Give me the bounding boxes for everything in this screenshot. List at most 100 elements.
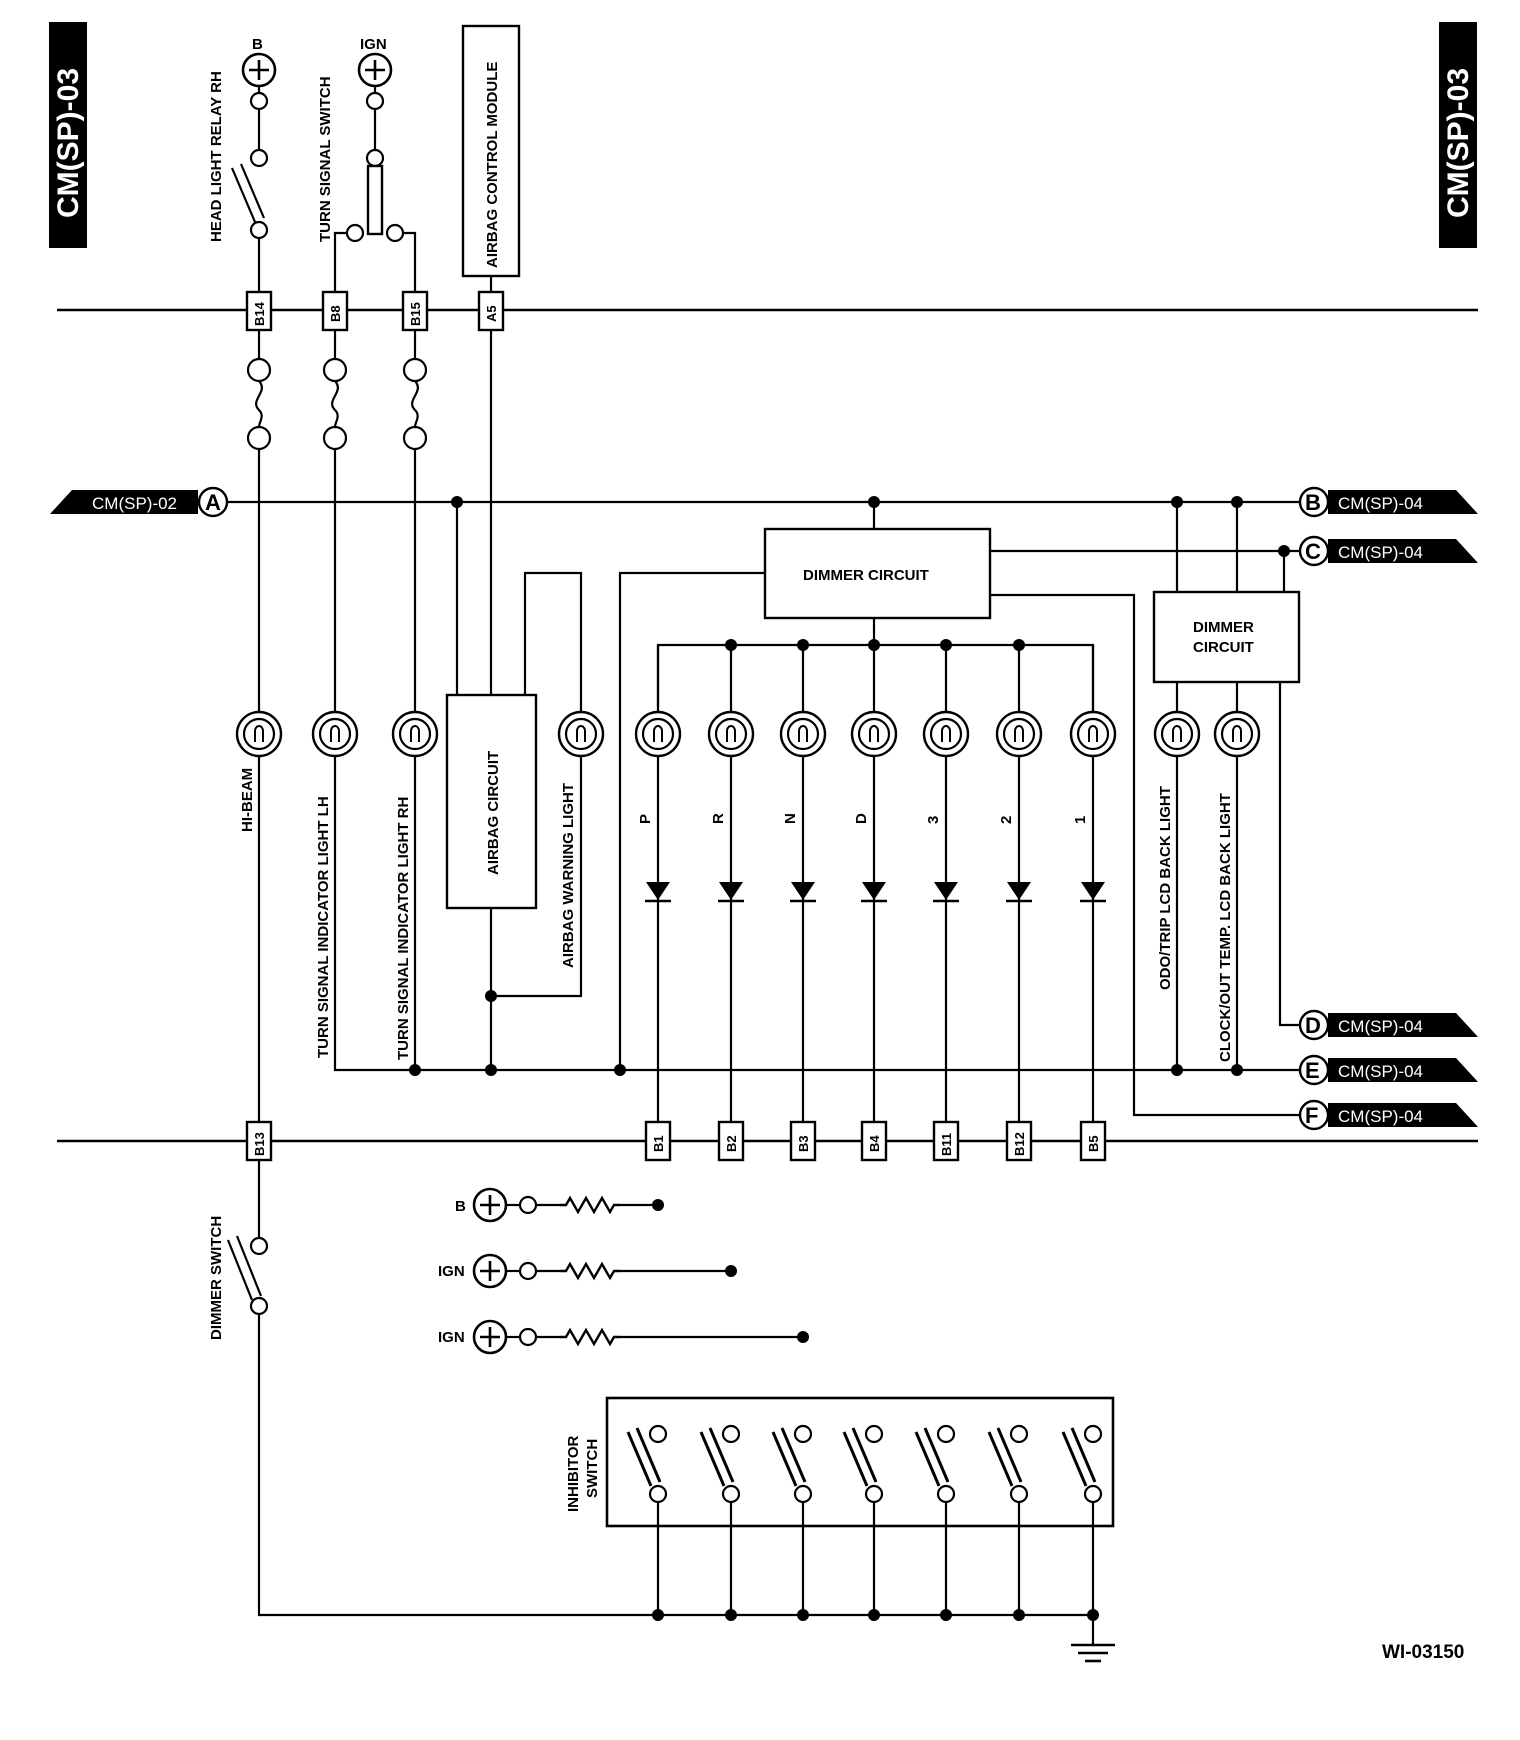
- gear-column-3: [922, 645, 970, 1122]
- fuse-b8: [322, 357, 348, 451]
- turn-signal-rh-bulb: [391, 710, 439, 758]
- svg-text:CM(SP)-04: CM(SP)-04: [1338, 494, 1423, 513]
- connector-b3: B3: [789, 1120, 817, 1162]
- gear-label-1: 1: [1072, 816, 1089, 824]
- connector-b11: B11: [932, 1120, 960, 1162]
- power-ign-label-top: IGN: [360, 36, 387, 53]
- inhibitor-switch: [605, 1396, 1115, 1528]
- airbag-circuit: AIRBAG CIRCUIT: [445, 693, 538, 910]
- svg-text:IGN: IGN: [438, 1263, 465, 1280]
- connector-b4: B4: [860, 1120, 888, 1162]
- inhibitor-switch-label-1: INHIBITOR: [565, 1435, 582, 1512]
- hi-beam-label: HI-BEAM: [239, 768, 256, 832]
- turn-signal-lh-bulb: [311, 710, 359, 758]
- gear-column-d: [850, 645, 898, 1122]
- svg-text:B3: B3: [796, 1135, 811, 1152]
- pullup-b: B: [455, 1187, 664, 1223]
- gear-column-r: [707, 645, 755, 1122]
- dimmer-switch-label: DIMMER SWITCH: [208, 1216, 225, 1340]
- ref-d-cm-sp-04: D CM(SP)-04: [1298, 1009, 1478, 1041]
- connector-b8: B8: [321, 290, 349, 332]
- ground-icon: [1071, 1615, 1115, 1663]
- svg-text:B11: B11: [939, 1133, 954, 1156]
- svg-text:B4: B4: [867, 1135, 882, 1152]
- svg-text:A: A: [205, 490, 221, 515]
- gear-label-p: P: [637, 814, 654, 824]
- ref-f-cm-sp-04: F CM(SP)-04: [1298, 1099, 1478, 1131]
- fuse-b14: [246, 357, 272, 451]
- gear-column-1: [1069, 645, 1117, 1122]
- turn-signal-switch-label: TURN SIGNAL SWITCH: [317, 76, 334, 242]
- gear-label-2: 2: [998, 816, 1015, 824]
- airbag-control-module: AIRBAG CONTROL MODULE: [461, 24, 521, 292]
- connector-a5: A5: [477, 290, 505, 332]
- clock-out-temp-bulb: [1213, 710, 1261, 758]
- connector-b5: B5: [1079, 1120, 1107, 1162]
- svg-text:C: C: [1305, 539, 1321, 564]
- dimmer-circuit-right: DIMMER CIRCUIT: [1152, 590, 1301, 684]
- svg-text:CM(SP)-04: CM(SP)-04: [1338, 1062, 1423, 1081]
- gear-label-n: N: [782, 813, 799, 824]
- gear-label-3: 3: [925, 816, 942, 824]
- gear-column-n: [779, 645, 827, 1122]
- svg-text:CM(SP)-04: CM(SP)-04: [1338, 1017, 1423, 1036]
- ref-b-cm-sp-04: B CM(SP)-04: [1298, 486, 1478, 518]
- odo-trip-bulb: [1153, 710, 1201, 758]
- odo-trip-label: ODO/TRIP LCD BACK LIGHT: [1157, 786, 1174, 990]
- gear-label-r: R: [710, 813, 727, 824]
- connector-b1: B1: [644, 1120, 672, 1162]
- dimmer-circuit-main: DIMMER CIRCUIT: [763, 527, 992, 620]
- svg-text:CM(SP)-04: CM(SP)-04: [1338, 543, 1423, 562]
- power-b-label-top: B: [252, 36, 263, 53]
- page-tag-left: CM(SP)-03: [49, 22, 87, 248]
- gear-label-d: D: [853, 813, 870, 824]
- svg-text:AIRBAG CONTROL MODULE: AIRBAG CONTROL MODULE: [484, 62, 501, 268]
- ref-e-cm-sp-04: E CM(SP)-04: [1298, 1054, 1478, 1086]
- svg-text:CIRCUIT: CIRCUIT: [1193, 639, 1254, 656]
- inhibitor-switch-label-2: SWITCH: [584, 1439, 601, 1498]
- page-tag-right: CM(SP)-03: [1439, 22, 1477, 248]
- svg-text:B15: B15: [408, 302, 423, 326]
- pullup-ign-1: IGN: [438, 1253, 737, 1289]
- svg-text:CM(SP)-03: CM(SP)-03: [1442, 68, 1475, 218]
- svg-text:B14: B14: [252, 301, 267, 326]
- svg-text:E: E: [1305, 1058, 1320, 1083]
- svg-text:B8: B8: [328, 305, 343, 322]
- svg-text:B12: B12: [1012, 1132, 1027, 1156]
- svg-text:D: D: [1305, 1013, 1321, 1038]
- svg-text:CM(SP)-03: CM(SP)-03: [52, 68, 85, 218]
- svg-text:CM(SP)-04: CM(SP)-04: [1338, 1107, 1423, 1126]
- dimmer-switch: [226, 1160, 1093, 1617]
- pullup-ign-2: IGN: [438, 1319, 809, 1355]
- svg-text:B1: B1: [651, 1135, 666, 1152]
- figure-id: WI-03150: [1382, 1642, 1464, 1663]
- svg-text:A5: A5: [484, 305, 499, 322]
- fuse-b15: [402, 357, 428, 451]
- airbag-warning-label: AIRBAG WARNING LIGHT: [560, 783, 577, 968]
- head-light-relay-label: HEAD LIGHT RELAY RH: [208, 71, 225, 242]
- svg-text:IGN: IGN: [438, 1329, 465, 1346]
- svg-text:B5: B5: [1086, 1135, 1101, 1152]
- svg-text:B: B: [1305, 490, 1321, 515]
- head-light-relay: [230, 52, 277, 292]
- svg-text:B: B: [455, 1198, 466, 1215]
- clock-out-temp-label: CLOCK/OUT TEMP. LCD BACK LIGHT: [1217, 793, 1234, 1062]
- turn-signal-switch: [333, 52, 417, 292]
- connector-b12: B12: [1005, 1120, 1033, 1162]
- gear-column-p: [634, 645, 682, 1122]
- svg-text:B13: B13: [252, 1132, 267, 1156]
- turn-signal-rh-label: TURN SIGNAL INDICATOR LIGHT RH: [395, 797, 412, 1060]
- ref-a-cm-sp-02: CM(SP)-02 A: [50, 486, 229, 518]
- airbag-warning-bulb: [557, 710, 605, 758]
- svg-text:F: F: [1305, 1103, 1318, 1128]
- ref-c-cm-sp-04: C CM(SP)-04: [1298, 535, 1478, 567]
- connector-b13: B13: [245, 1120, 273, 1162]
- svg-text:DIMMER: DIMMER: [1193, 619, 1254, 636]
- svg-text:CM(SP)-02: CM(SP)-02: [92, 494, 177, 513]
- turn-signal-lh-label: TURN SIGNAL INDICATOR LIGHT LH: [315, 796, 332, 1058]
- svg-text:DIMMER CIRCUIT: DIMMER CIRCUIT: [803, 567, 929, 584]
- connector-b14: B14: [245, 290, 273, 332]
- connector-b15: B15: [401, 290, 429, 332]
- connector-b2: B2: [717, 1120, 745, 1162]
